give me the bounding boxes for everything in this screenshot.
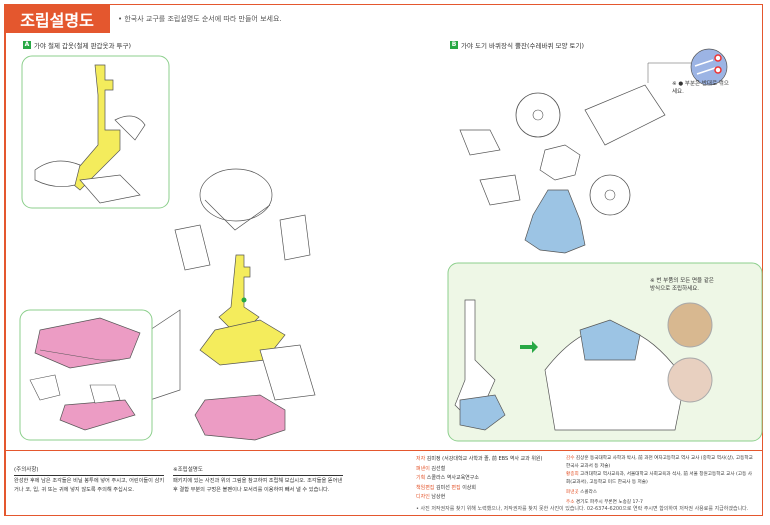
credit-name: 고려대학교 역사교육과, 서울대학교 사회교육과 석사, 前 서울 창원고등학교… [566,472,752,485]
credit-role: 황종희 [566,472,579,477]
credits-left: 저자 김미정 (서강대학교 사학과 졸, 前 EBS 역사 교과 위원) 펴낸이… [416,455,546,503]
credit-role: 기획 [416,475,426,481]
main-assembly [149,168,316,441]
credit-name: 김미선 [436,484,450,491]
red-mark-note: ※ ● 부분은 반대로 꺾으세요. [672,81,729,95]
credit-name: 김상훈 동국대학교 사학과 박사, 前 과천 여자고등학교 역사 교사 (중학교… [566,456,753,469]
guide-text: 패키지에 있는 사진과 위의 그림을 참고하여 조립해 보십시오. 조각들을 뜯… [173,478,343,493]
credit-name: 스콜라스 [580,490,598,495]
credit-role: 감수 [566,456,575,461]
assembly-illustration [19,48,763,442]
section-a-badge: A [23,41,31,49]
credit-role: 디자인 [416,494,430,500]
guide-title: ※조립설명도 [173,465,343,476]
section-b-heading: B 가야 도기 바퀴장식 뿔잔(수레바퀴 모양 토기) [450,40,584,50]
credit-role: 주소 [566,500,575,505]
caution-text: 완성한 후에 남은 조각들은 비닐 봉투에 넣어 주시고, 어린이들이 삼키거나… [14,478,165,493]
part-note: ※ 번 부품의 모든 면을 같은 방식으로 조립하세요. [650,278,714,292]
credit-name: 경기도 파주시 부론면 노송길 17-7 [575,500,643,505]
panel-pink-base [19,309,153,441]
credit-role: 편집 [451,484,461,491]
credit-name: 스콜라스 역사교육연구소 [426,475,479,481]
credit-role: 저자 [416,456,426,462]
panel-b-detail [447,262,763,442]
section-a-label: 가야 철제 갑옷(철제 판갑옷과 투구) [34,42,132,50]
credit-role: 펴낸곳 [566,490,579,495]
footer-divider [4,450,763,451]
panel-helmet-detail [21,55,170,209]
page-subtitle: • 한국사 교구를 조립설명도 순서에 따라 만들어 보세요. [118,15,282,23]
credit-name: 김선철 [431,465,446,472]
caution-title: (주의사항) [14,465,164,476]
section-b-label: 가야 도기 바퀴장식 뿔잔(수레바퀴 모양 토기) [461,42,585,50]
disclaimer: • 사진 저작권자를 찾기 위해 노력했으나, 저작권자를 찾지 못한 사진이 … [416,506,749,512]
credit-role: 펴낸이 [416,465,430,472]
credits-right: 감수 김상훈 동국대학교 사학과 박사, 前 과천 여자고등학교 역사 교사 (… [566,455,756,507]
page-title: 조립설명도 [4,4,110,33]
section-a-heading: A 가야 철제 갑옷(철제 판갑옷과 투구) [23,40,131,50]
section-b-badge: B [450,41,458,49]
section-b-illustration [459,48,728,254]
credit-role: 책임편집 [416,484,435,491]
page-frame [4,4,763,516]
credit-name: 남상현 [431,494,446,500]
credit-name: 이상희 [462,484,477,491]
credit-name: 김미정 (서강대학교 사학과 졸, 前 EBS 역사 교과 위원) [426,456,543,462]
